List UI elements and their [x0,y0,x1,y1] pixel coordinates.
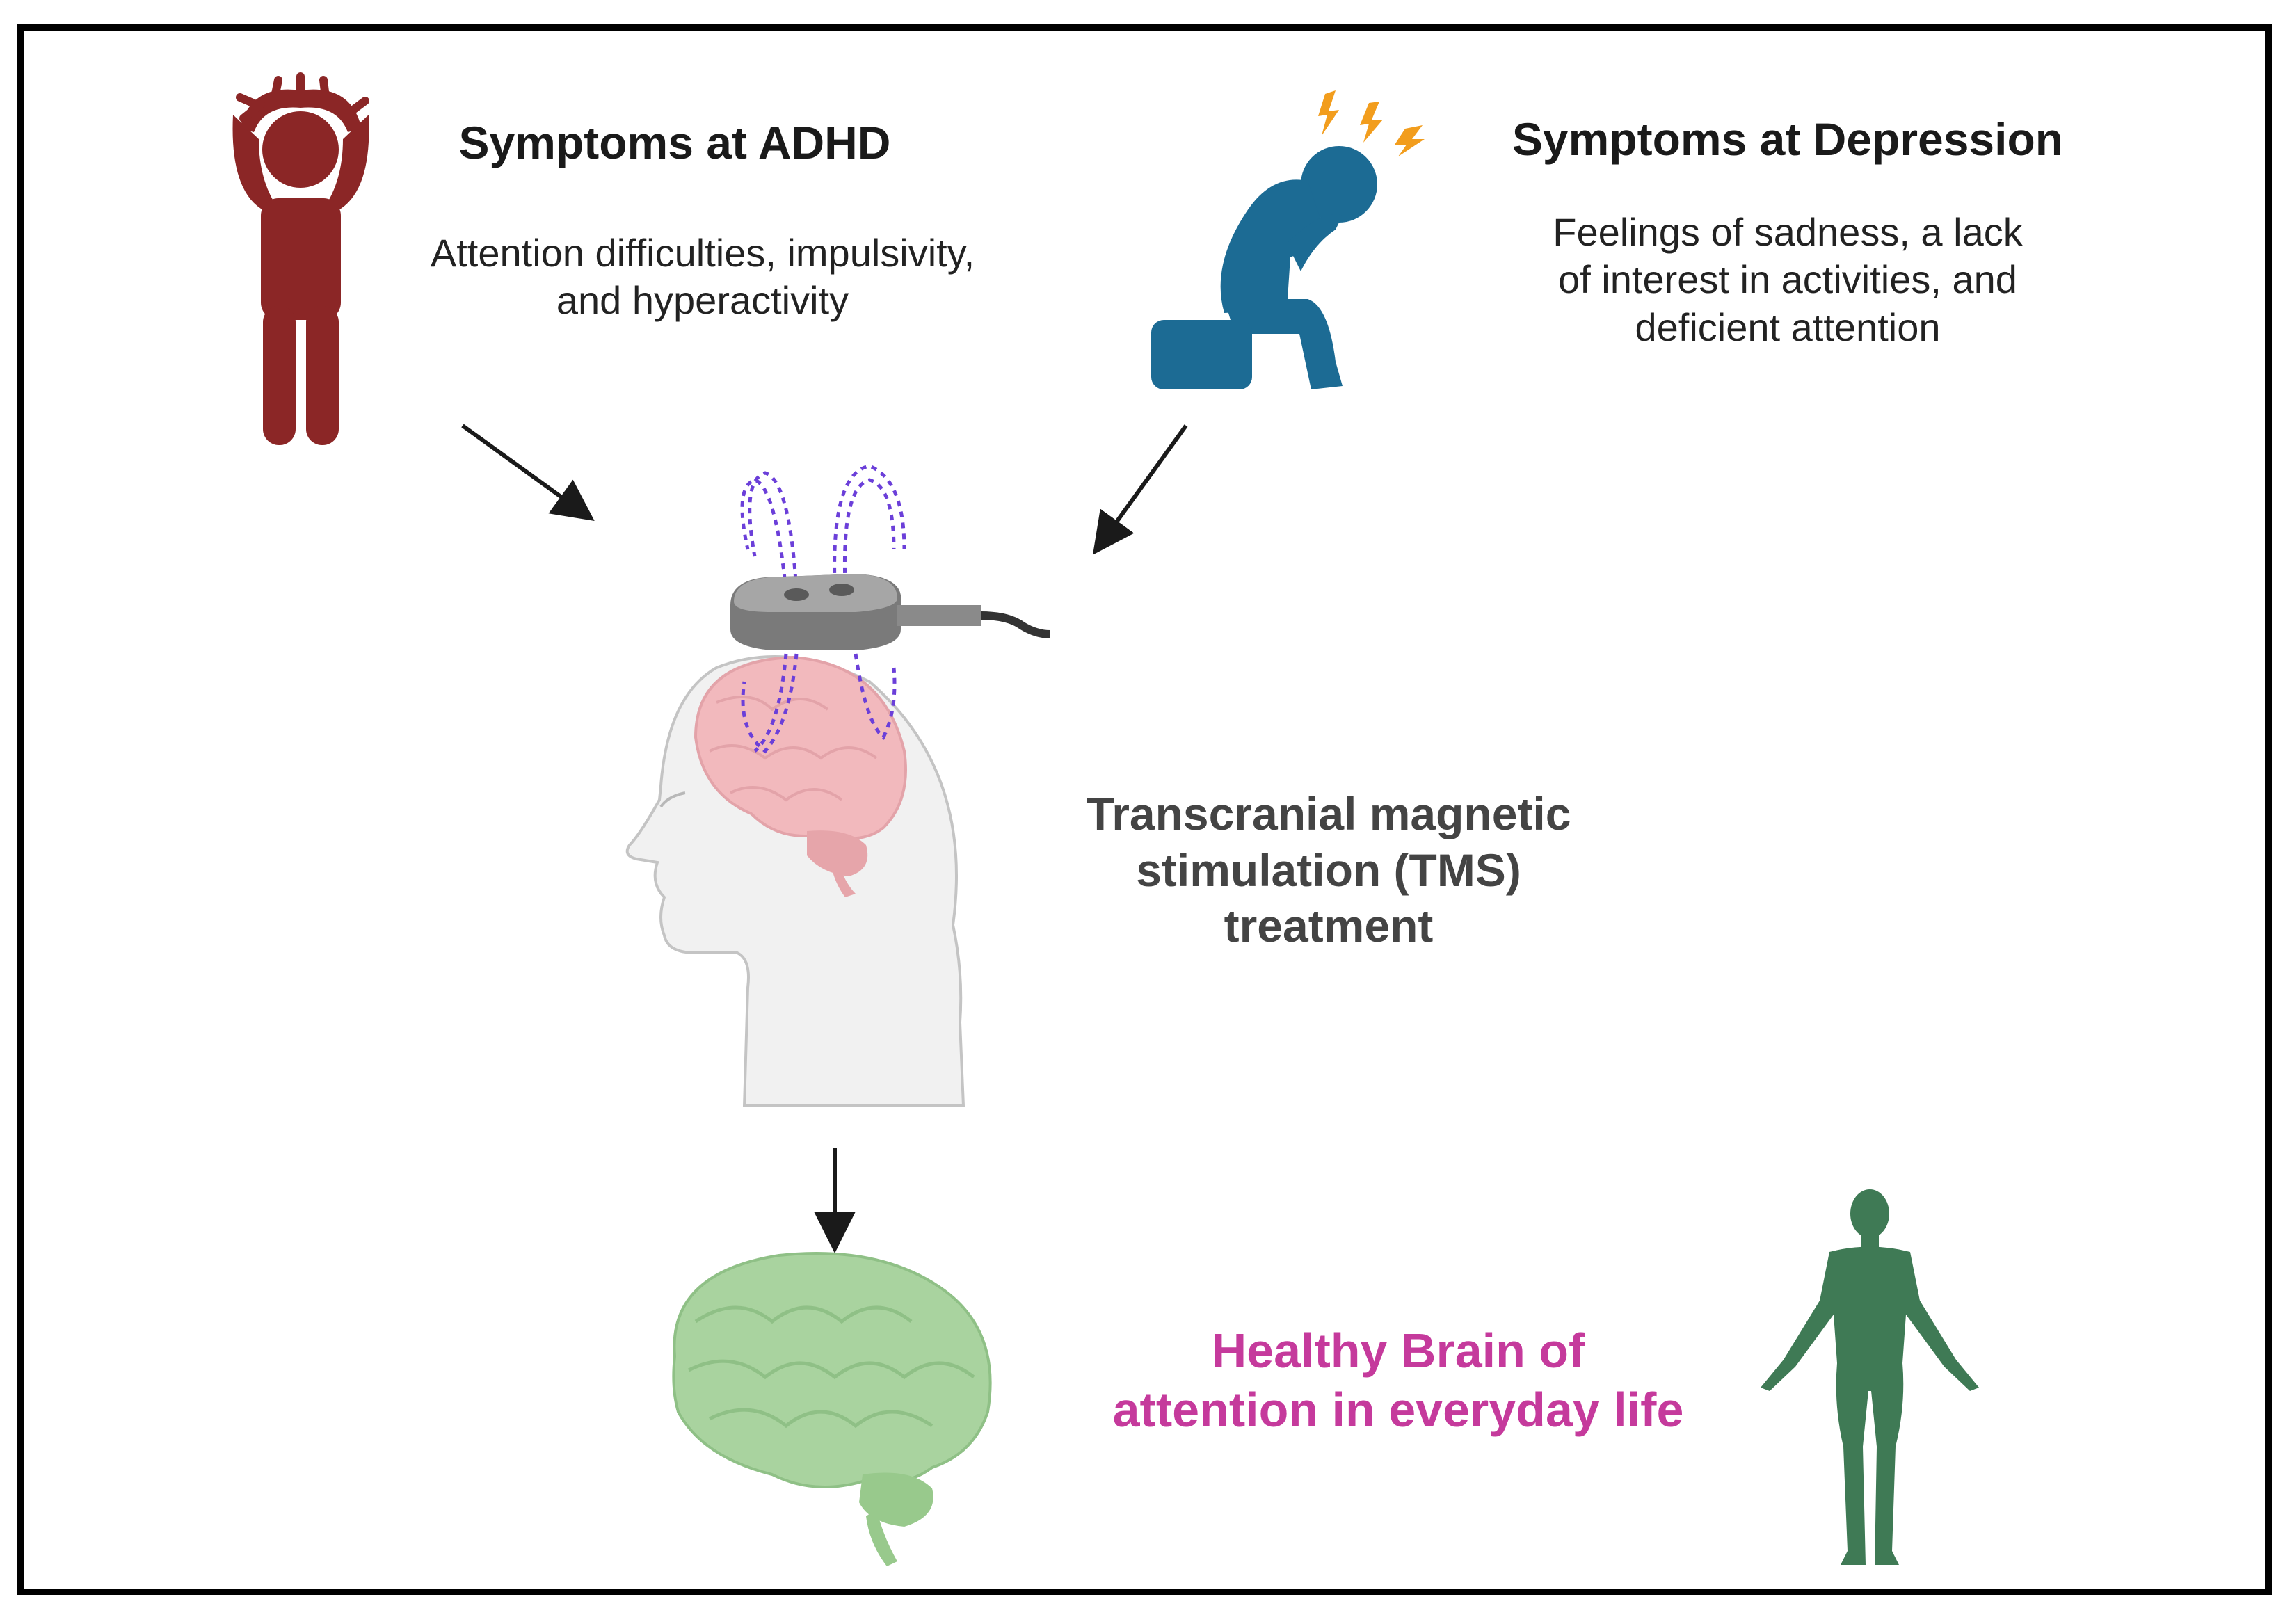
arrow-adhd-to-tms [461,424,595,522]
distressed-person-icon [232,72,369,445]
tms-treatment-label: Transcranial magnetic stimulation (TMS) … [1086,788,1571,952]
depression-title: Symptoms at Depression [1512,113,2064,165]
healthy-brain-label: Healthy Brain of attention in everyday l… [1112,1324,1684,1438]
seated-person-head-in-hands-icon [1151,90,1425,389]
depression-description: Feelings of sadness, a lack of interest … [1553,210,2023,349]
arrow-depression-to-tms [1092,424,1188,555]
standing-human-icon [1761,1189,1979,1565]
adhd-title: Symptoms at ADHD [458,117,891,168]
healthy-brain-icon [672,1252,992,1566]
head-with-tms-coil-icon [625,464,1051,1107]
adhd-description: Attention difficulties, impulsivity, and… [430,231,975,323]
